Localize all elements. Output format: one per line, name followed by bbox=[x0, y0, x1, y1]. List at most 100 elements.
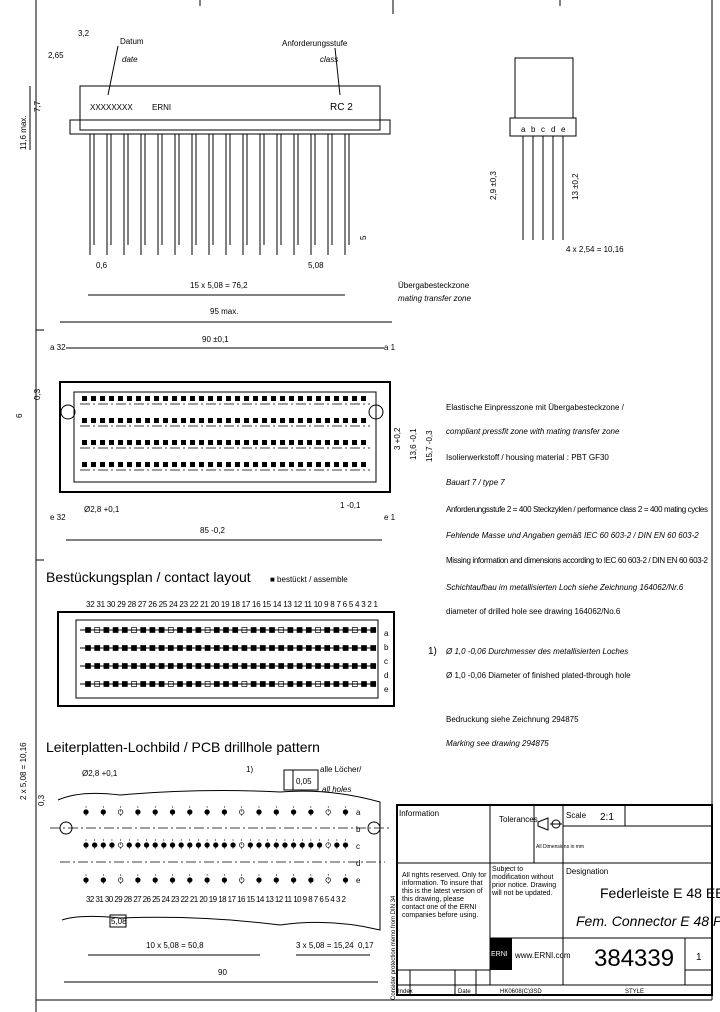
contact bbox=[334, 396, 339, 401]
contact bbox=[298, 396, 303, 401]
designation-en: Fem. Connector E 48 Pressfit bbox=[576, 913, 720, 929]
contact bbox=[127, 440, 132, 445]
logo-text: ERNI bbox=[491, 951, 508, 958]
marking-code: XXXXXXXX bbox=[90, 103, 133, 112]
row-label-c: c bbox=[356, 842, 360, 851]
contact bbox=[82, 440, 87, 445]
label-e1: e 1 bbox=[384, 513, 396, 522]
contact-layout-title: Bestückungsplan / contact layout bbox=[46, 569, 251, 585]
class-label-en: class bbox=[320, 55, 338, 64]
contact bbox=[325, 462, 330, 467]
contact bbox=[280, 396, 285, 401]
class-label: Anforderungsstufe bbox=[282, 39, 348, 48]
contact bbox=[199, 396, 204, 401]
dim-3-2: 3,2 bbox=[78, 29, 90, 38]
pcb-pattern-title: Leiterplatten-Lochbild / PCB drillhole p… bbox=[46, 739, 320, 755]
contact bbox=[271, 396, 276, 401]
contact bbox=[334, 462, 339, 467]
contact bbox=[343, 396, 348, 401]
designation-de: Federleiste E 48 EE bbox=[600, 885, 720, 901]
contact bbox=[100, 440, 105, 445]
contact bbox=[316, 440, 321, 445]
contact bbox=[271, 418, 276, 423]
contact bbox=[262, 418, 267, 423]
contact bbox=[136, 396, 141, 401]
scale-label: Scale bbox=[566, 811, 587, 820]
contact bbox=[217, 440, 222, 445]
dim-length-max: 95 max. bbox=[210, 307, 238, 316]
row-label-c: c bbox=[384, 657, 388, 666]
contact bbox=[154, 462, 159, 467]
datum-label-en: date bbox=[122, 55, 138, 64]
row-label-d: d bbox=[384, 671, 388, 680]
contact bbox=[190, 462, 195, 467]
contact bbox=[181, 396, 186, 401]
note-line: Ø 1,0 -0,06 Durchmesser des metallisiert… bbox=[445, 647, 628, 656]
contact bbox=[145, 440, 150, 445]
pcb-tolerance: 0,05 bbox=[296, 777, 312, 786]
contact bbox=[325, 396, 330, 401]
label-a32: a 32 bbox=[50, 343, 66, 352]
contact bbox=[361, 418, 366, 423]
contact bbox=[352, 462, 357, 467]
dim-hole: Ø2,8 +0,1 bbox=[84, 505, 120, 514]
contact bbox=[181, 462, 186, 467]
contact bbox=[118, 462, 123, 467]
contact bbox=[163, 396, 168, 401]
pcb-dim-vertical: 2 x 5,08 = 10,16 bbox=[19, 742, 28, 800]
note-line: Schichtaufbau im metallisierten Loch sie… bbox=[446, 583, 684, 592]
note-line: Isolierwerkstoff / housing material : PB… bbox=[446, 453, 609, 462]
contact bbox=[199, 462, 204, 467]
dim-2-65: 2,65 bbox=[48, 51, 64, 60]
contact bbox=[199, 418, 204, 423]
pcb-dim-90: 90 bbox=[218, 968, 227, 977]
contact bbox=[163, 418, 168, 423]
row-label-a: a bbox=[356, 808, 361, 817]
contact bbox=[208, 396, 213, 401]
contact bbox=[226, 418, 231, 423]
contact bbox=[235, 462, 240, 467]
row-label-a: a bbox=[384, 629, 389, 638]
note-line: Missing information and dimensions accor… bbox=[446, 556, 709, 565]
datum-label: Datum bbox=[120, 37, 144, 46]
contact bbox=[91, 440, 96, 445]
contact bbox=[82, 396, 87, 401]
contact bbox=[307, 396, 312, 401]
contact bbox=[271, 462, 276, 467]
contact bbox=[280, 440, 285, 445]
pcb-drillhole-pattern: Leiterplatten-Lochbild / PCB drillhole p… bbox=[19, 739, 390, 983]
contact bbox=[154, 396, 159, 401]
contact bbox=[109, 462, 114, 467]
contact bbox=[298, 462, 303, 467]
contact bbox=[217, 396, 222, 401]
label-e32: e 32 bbox=[50, 513, 66, 522]
dim-13: 13 ±0,2 bbox=[571, 173, 580, 200]
note-line: diameter of drilled hole see drawing 164… bbox=[446, 607, 621, 616]
contact bbox=[352, 440, 357, 445]
contact bbox=[82, 418, 87, 423]
website-link[interactable]: www.ERNI.com bbox=[514, 951, 571, 960]
row-label-e: e bbox=[356, 876, 361, 885]
contact bbox=[109, 396, 114, 401]
contact bbox=[253, 462, 258, 467]
note-line: Bedruckung siehe Zeichnung 294875 bbox=[446, 715, 579, 724]
pcb-dim-0-3: 0,3 bbox=[37, 794, 46, 806]
row-label-b: b bbox=[531, 125, 536, 134]
contact bbox=[145, 418, 150, 423]
contact bbox=[244, 396, 249, 401]
contact bbox=[163, 440, 168, 445]
contact bbox=[244, 462, 249, 467]
note-line: Elastische Einpresszone mit Übergabestec… bbox=[446, 403, 625, 412]
dim-row-pitch: 4 x 2,54 = 10,16 bbox=[566, 245, 624, 254]
contact bbox=[316, 462, 321, 467]
pcb-dim-0-17: 0,17 bbox=[358, 941, 374, 950]
contact bbox=[127, 418, 132, 423]
contact bbox=[127, 462, 132, 467]
row-label-b: b bbox=[356, 825, 361, 834]
notes: Elastische Einpresszone mit Übergabestec… bbox=[445, 403, 709, 748]
erni-logo bbox=[490, 938, 512, 970]
sheet-number: 1 bbox=[696, 952, 702, 963]
dim-6: 6 bbox=[15, 413, 24, 418]
contact bbox=[271, 440, 276, 445]
contact bbox=[190, 418, 195, 423]
